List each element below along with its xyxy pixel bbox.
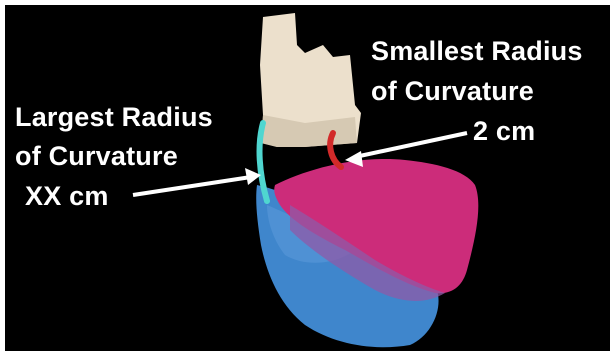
largest-radius-arrow <box>133 177 251 195</box>
smallest-radius-value: 2 cm <box>473 115 535 147</box>
smallest-radius-arrow <box>355 133 467 157</box>
largest-radius-label: Largest Radius <box>15 101 213 133</box>
smallest-radius-label-line2: of Curvature <box>371 75 534 107</box>
render-scene: Largest Radius of Curvature XX cm Smalle… <box>5 5 610 351</box>
smallest-radius-label: Smallest Radius <box>371 35 583 67</box>
largest-radius-value: XX cm <box>25 180 109 212</box>
largest-radius-label-line2: of Curvature <box>15 140 178 172</box>
